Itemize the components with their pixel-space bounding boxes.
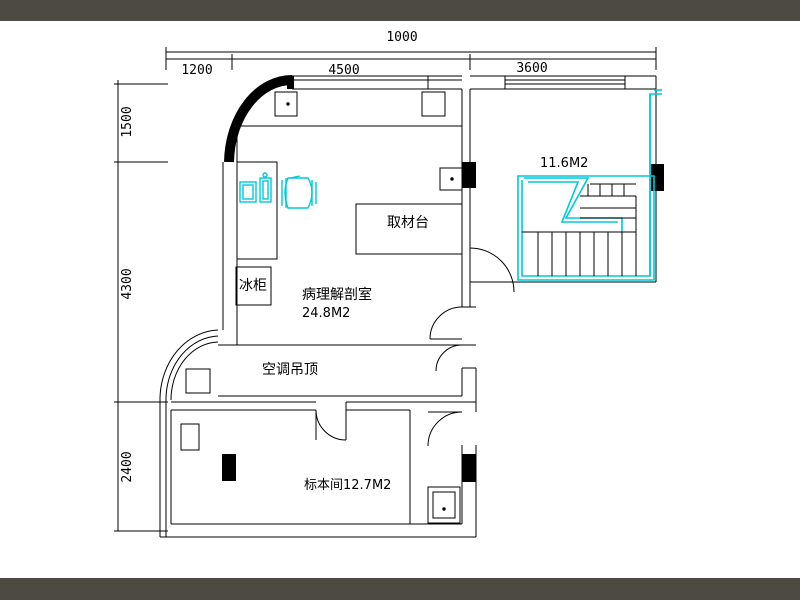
label-ceiling: 空调吊顶 (262, 362, 318, 378)
fixtures (180, 91, 463, 524)
stair-treads (522, 183, 637, 276)
label-fridge: 冰柜 (239, 278, 267, 294)
curved-wall-lower (159, 329, 219, 401)
label-stair-area: 11.6M2 (540, 156, 588, 171)
dim-left-1: 1500 (120, 106, 135, 137)
dim-left-3: 2400 (120, 451, 135, 482)
dim-top-2: 4500 (328, 63, 359, 78)
dim-left-2: 4300 (120, 268, 135, 299)
dim-top-1: 1200 (181, 63, 212, 78)
label-specimen-room: 标本间12.7M2 (304, 478, 391, 493)
dim-top-3: 3600 (516, 61, 547, 76)
top-frame-bar (0, 0, 800, 21)
column-block (651, 164, 664, 191)
column-block (462, 162, 476, 188)
dimension-lines (114, 47, 657, 532)
corner-block (287, 76, 294, 89)
staircase (517, 89, 662, 281)
label-pathology-area: 24.8M2 (302, 306, 350, 321)
bottom-frame-bar (0, 578, 800, 600)
doors (315, 247, 515, 447)
walls (159, 75, 657, 538)
label-pathology-room: 病理解剖室 (302, 286, 372, 303)
label-sampling-table: 取材台 (387, 215, 429, 231)
column-block (222, 454, 236, 481)
dim-overall: 1000 (386, 30, 417, 45)
curved-wall-top (224, 75, 293, 163)
sink-fixture (239, 172, 272, 203)
chair-icon (281, 175, 317, 209)
column-block (462, 454, 476, 482)
